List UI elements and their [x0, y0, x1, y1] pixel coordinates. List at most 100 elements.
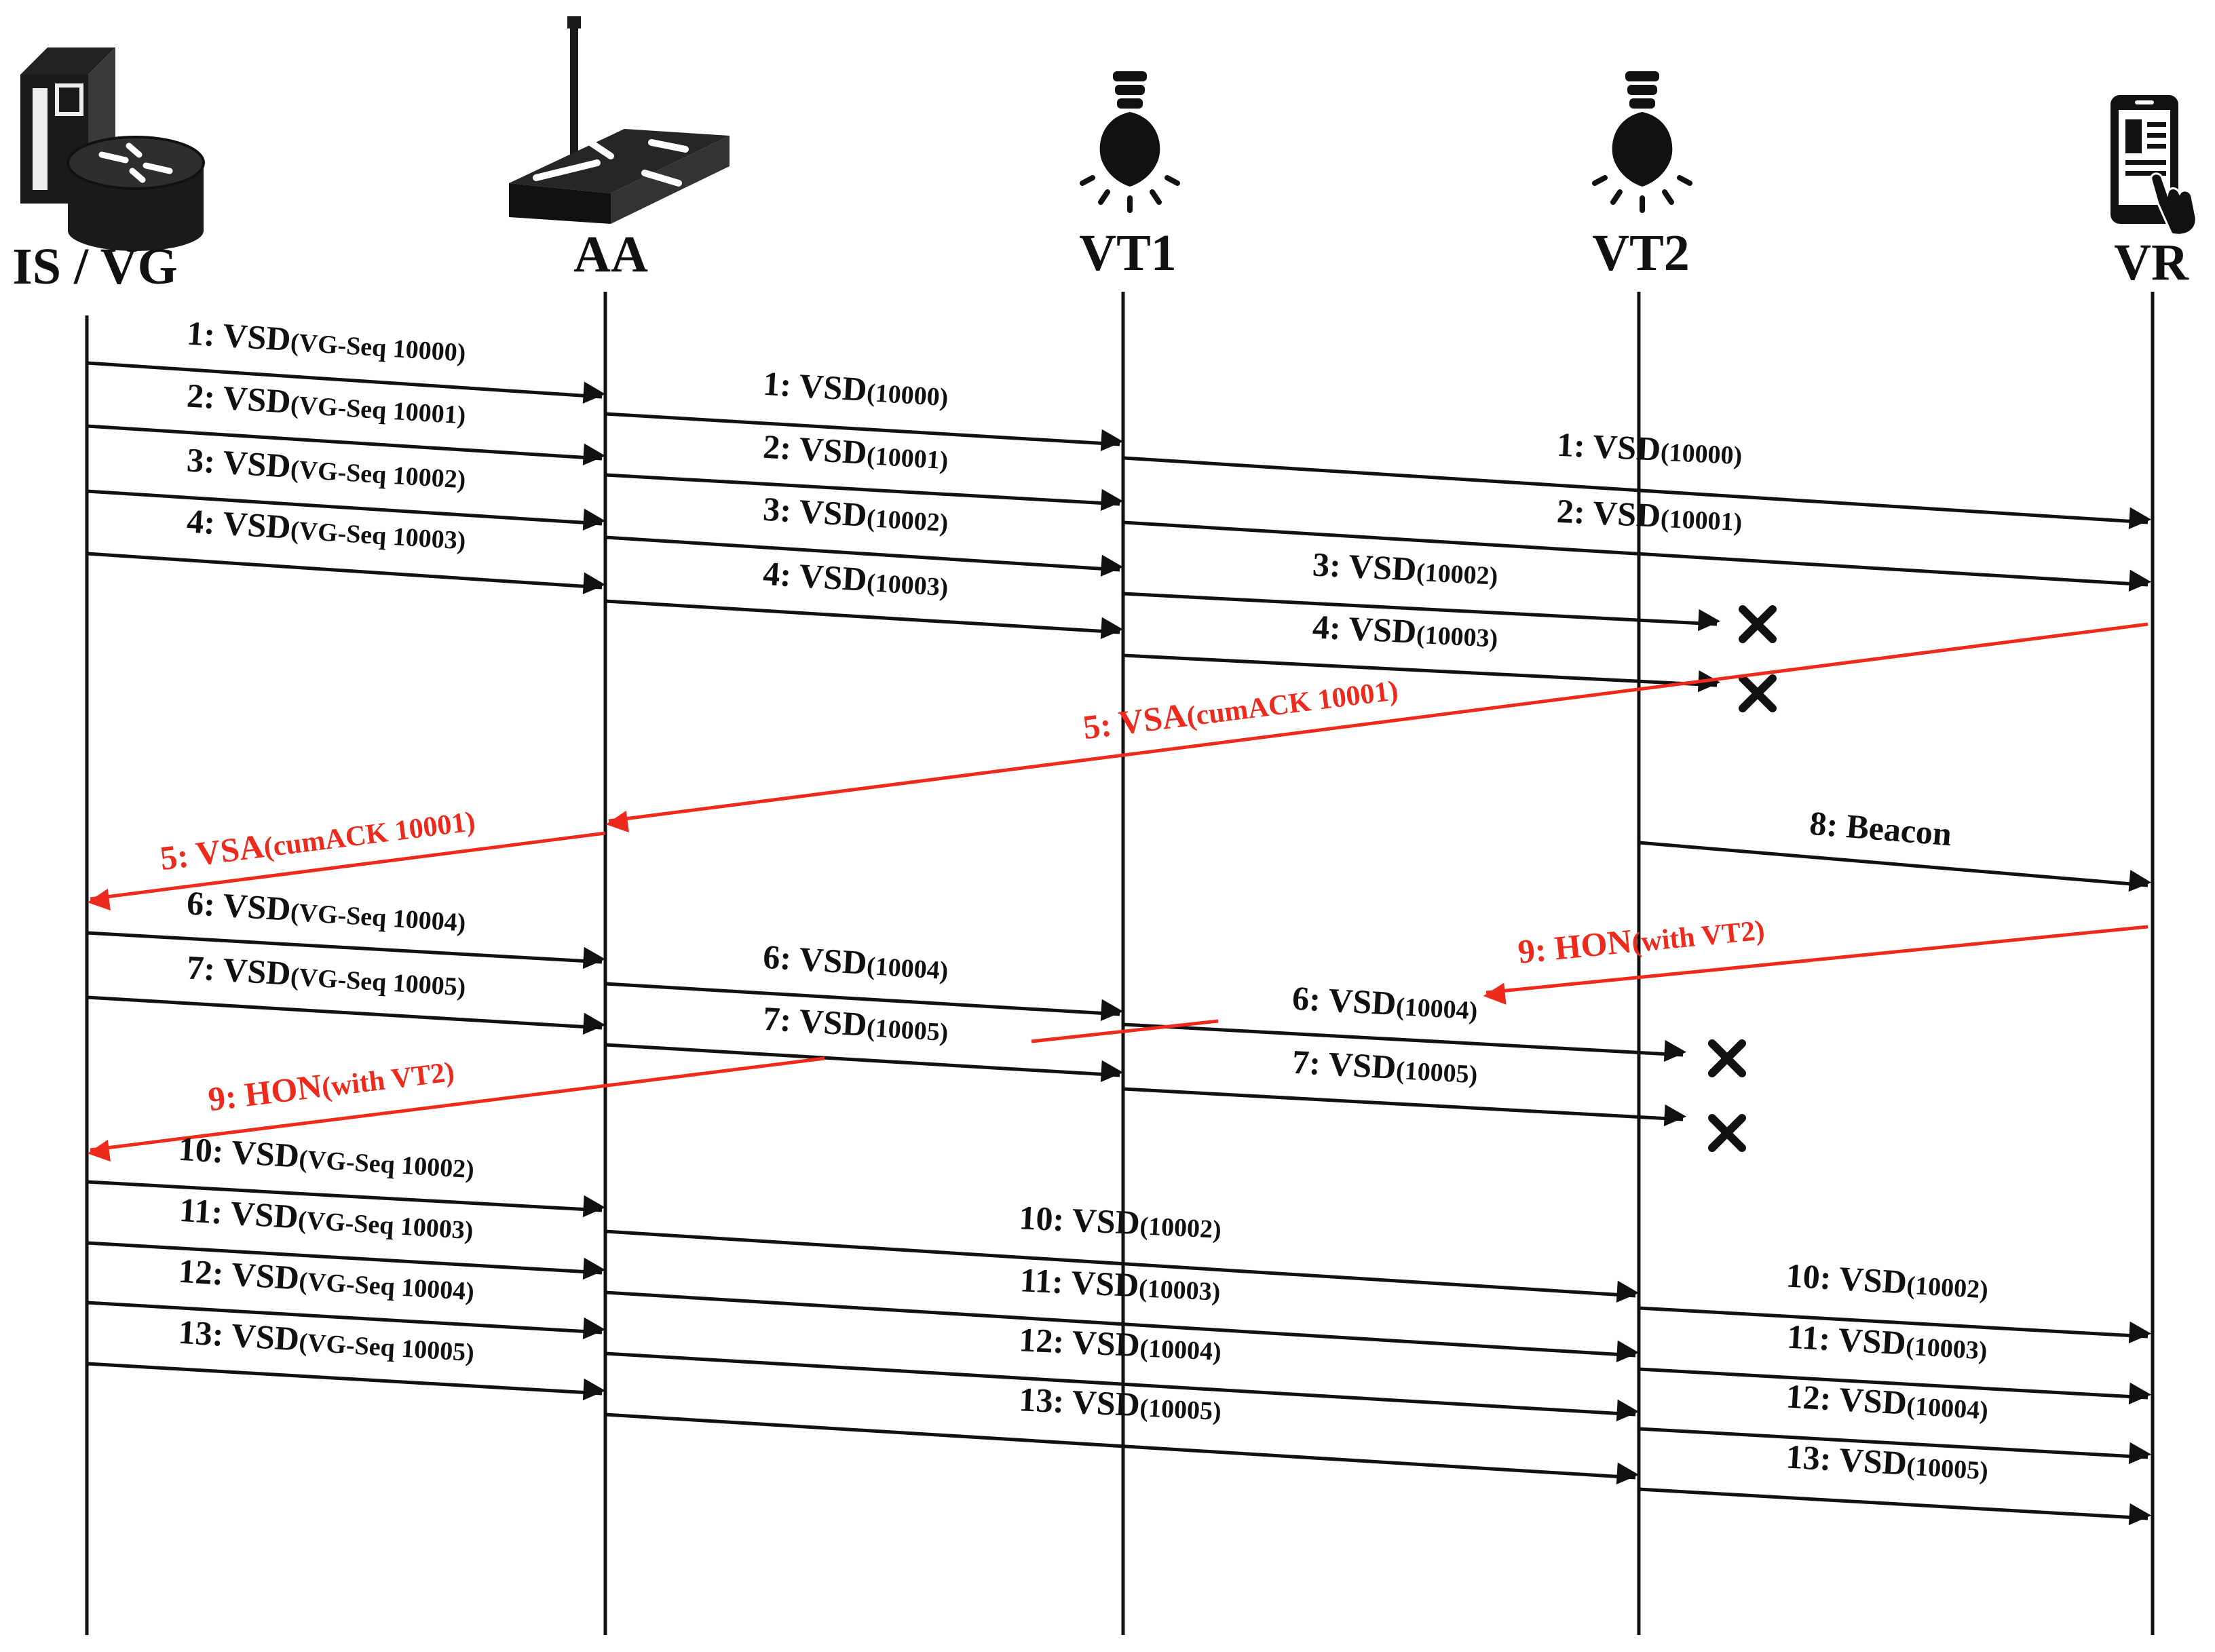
message-label: 6: VSD(VG-Seq 10004) [186, 884, 468, 939]
message-label: 13: VSD(10005) [1785, 1437, 1989, 1486]
message-label: 3: VSD(10002) [762, 490, 950, 539]
message-arrow [605, 982, 1124, 1022]
message-number: 3: [1312, 545, 1350, 585]
message-name: VSD [230, 1133, 300, 1175]
message-arrow [605, 622, 2148, 833]
message-number: 5: [158, 835, 199, 877]
message-label: 12: VSD(10004) [1018, 1320, 1222, 1367]
message-name: VSD [230, 1255, 300, 1297]
message-18: 9: HON(with VT2) [1483, 915, 2148, 1005]
message-name: VSD [798, 556, 868, 598]
message-label: 10: VSD(10002) [1785, 1256, 1989, 1305]
message-param: (10005) [1906, 1453, 1989, 1486]
message-number: 10: [177, 1130, 233, 1171]
message-label: 4: VSD(VG-Seq 10003) [186, 502, 468, 557]
message-name: VSD [1838, 1259, 1908, 1301]
message-25: 11: VSD(VG-Seq 10003) [86, 1191, 606, 1280]
message-number: 11: [178, 1191, 232, 1232]
message-number: 2: [186, 377, 225, 417]
message-15: 8: Beacon [1638, 804, 2152, 892]
message-number: 11: [1786, 1318, 1840, 1358]
participant-label-vt1: VT1 [1079, 225, 1177, 282]
message-number: 6: [762, 938, 801, 978]
message-number: 7: [186, 948, 225, 988]
message-name: VSD [222, 950, 292, 993]
message-param: (10004) [1906, 1392, 1989, 1425]
message-5: 1: VSD(10000) [605, 364, 1124, 452]
message-number: 11: [1019, 1261, 1072, 1301]
message-label: 5: VSA(cumACK 10001) [158, 800, 477, 877]
message-1: 1: VSD(VG-Seq 10000) [86, 314, 606, 404]
message-number: 1: [1556, 425, 1594, 465]
message-number: 4: [186, 502, 225, 542]
message-label: 13: VSD(10005) [1018, 1380, 1222, 1427]
message-name: VSD [798, 429, 868, 472]
message-name: VSA [193, 826, 265, 872]
message-param: (VG-Seq 10005) [298, 1328, 475, 1368]
message-param: (VG-Seq 10001) [290, 391, 467, 430]
message-name: VSA [1116, 695, 1188, 742]
message-name: VSD [1348, 547, 1418, 588]
lost-x-icon [1739, 674, 1777, 712]
message-28: 10: VSD(10002) [605, 1198, 1640, 1303]
message-11: 3: VSD(10002) [1122, 545, 1777, 643]
message-label: 3: VSD(10002) [1312, 545, 1499, 592]
message-label: 6: VSD(10004) [1291, 979, 1479, 1027]
message-name: VSD [1072, 1323, 1141, 1364]
message-number: 12: [1018, 1320, 1073, 1360]
message-name: VSD [1072, 1383, 1141, 1423]
message-name: VSD [798, 1001, 868, 1043]
message-label: 12: VSD(10004) [1785, 1377, 1989, 1426]
message-param: (10000) [1660, 438, 1743, 470]
message-label: 10: VSD(10002) [1018, 1198, 1222, 1245]
message-label: 11: VSD(10003) [1019, 1261, 1222, 1307]
message-name: VSD [230, 1316, 300, 1358]
lost-x-icon [1708, 1114, 1746, 1152]
message-name: VSD [1837, 1320, 1907, 1362]
message-number: 3: [762, 490, 801, 530]
message-number: 13: [1785, 1437, 1840, 1478]
message-param: (10002) [866, 504, 949, 537]
message-arrow [605, 1351, 1640, 1422]
message-12: 4: VSD(10003) [1122, 607, 1777, 712]
message-arrow [86, 489, 606, 531]
message-arrow [1122, 653, 1721, 693]
message-number: 12: [177, 1252, 233, 1293]
message-number: 9: [206, 1076, 248, 1118]
message-name: VSD [222, 316, 292, 358]
message-arrow [1638, 1367, 2152, 1405]
message-arrow [1122, 456, 2152, 529]
message-34: 12: VSD(10004) [1638, 1377, 2152, 1465]
message-number: 2: [1556, 492, 1594, 531]
message-arrow [87, 1056, 825, 1162]
message-name: VSD [222, 443, 292, 485]
message-22: 7: VSD(10005) [1122, 1043, 1746, 1152]
message-13: 5: VSA(cumACK 10001) [605, 622, 2148, 833]
message-param: (10002) [1416, 558, 1498, 591]
message-8: 4: VSD(10003) [605, 554, 1124, 640]
message-arrow [86, 552, 606, 594]
lost-x-icon [1708, 1039, 1746, 1077]
message-number: 4: [1312, 607, 1350, 647]
message-param: (10002) [1139, 1212, 1222, 1244]
message-param: (10003) [866, 569, 949, 602]
message-arrow [1122, 1022, 1687, 1062]
message-arrow [1122, 592, 1721, 632]
message-name: VSD [798, 940, 868, 982]
message-param: (VG-Seq 10002) [290, 455, 467, 495]
message-param: (VG-Seq 10002) [298, 1145, 475, 1185]
participant-label-vt2: VT2 [1592, 225, 1690, 282]
message-param: (VG-Seq 10000) [290, 328, 467, 368]
message-arrow [605, 1290, 1640, 1362]
message-name: VSD [1327, 981, 1397, 1022]
message-name: VSD [222, 504, 292, 546]
message-arrow [86, 1301, 606, 1340]
message-param: (10000) [866, 379, 949, 412]
light-bulb-icon [1080, 71, 1180, 213]
message-number: 13: [1018, 1380, 1073, 1420]
message-name: VSD [1327, 1045, 1397, 1086]
message-name: VSD [1070, 1263, 1139, 1304]
participant-label-vg: IS / VG [12, 238, 178, 295]
message-label: 7: VSD(VG-Seq 10005) [186, 948, 468, 1003]
message-16: 6: VSD(VG-Seq 10004) [86, 884, 606, 969]
